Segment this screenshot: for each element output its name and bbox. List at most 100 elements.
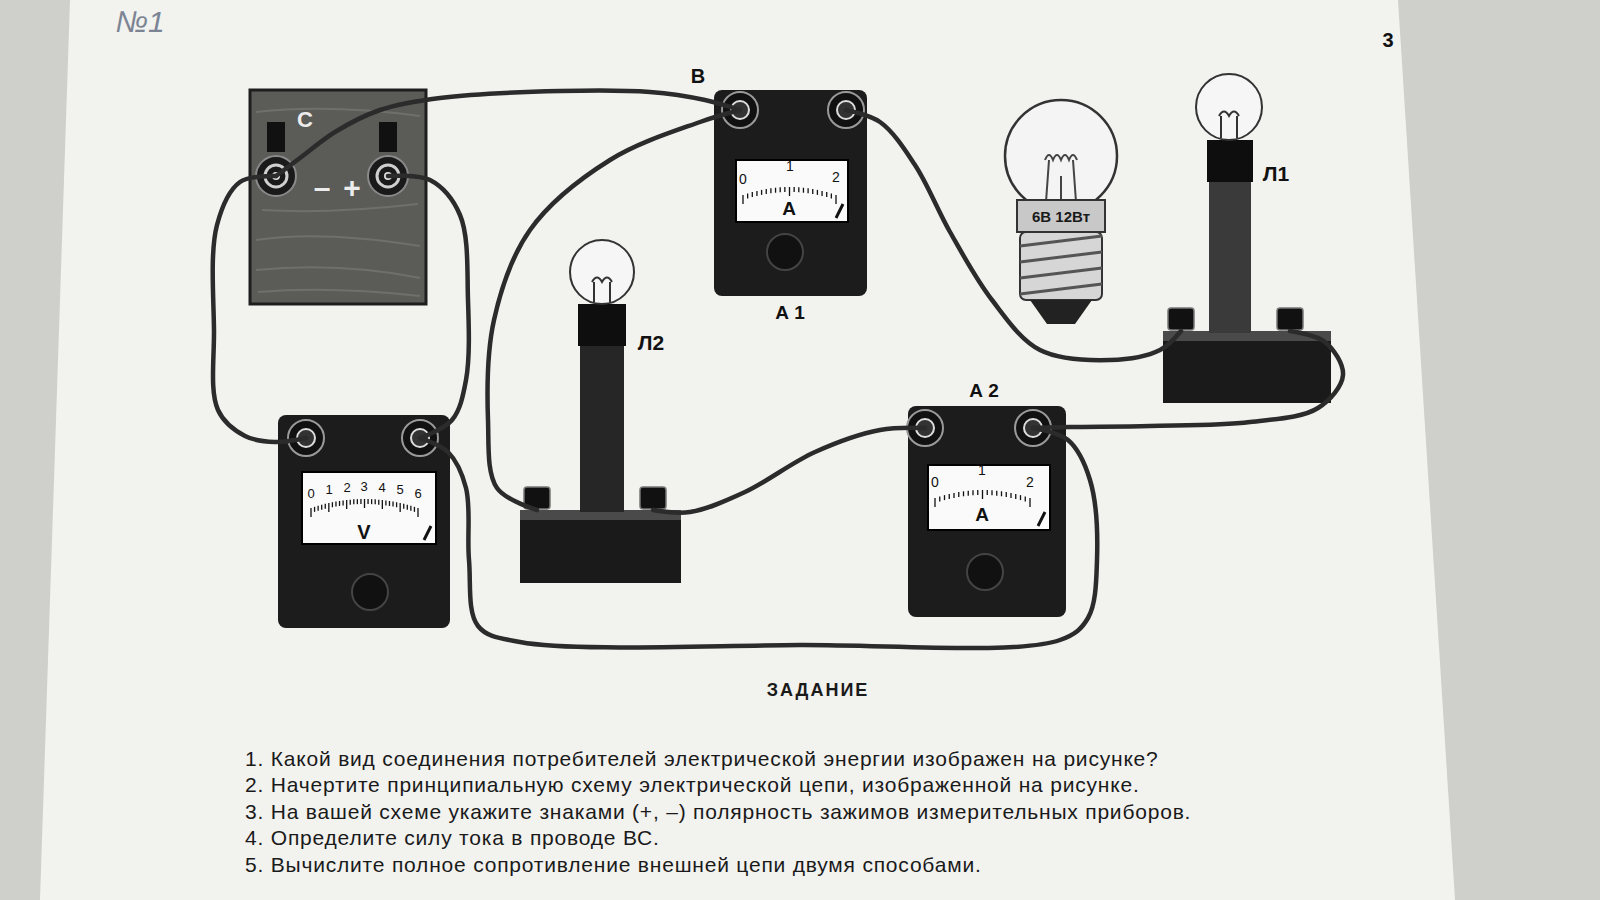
scale-tick bbox=[831, 193, 832, 198]
scale-tick bbox=[328, 503, 329, 512]
bulb-thread bbox=[1020, 236, 1102, 294]
scale-tick bbox=[752, 192, 753, 197]
scale-tick bbox=[378, 500, 379, 505]
scale-tick bbox=[396, 502, 397, 507]
scale-tick bbox=[353, 499, 354, 504]
unit-symbol: A bbox=[782, 199, 796, 218]
scale-tick bbox=[982, 490, 983, 499]
scale-tick bbox=[1015, 494, 1016, 499]
scale-tick bbox=[1006, 492, 1007, 497]
lamp-base bbox=[1163, 331, 1331, 403]
connecting-wire bbox=[213, 176, 306, 442]
scale-tick bbox=[958, 492, 959, 497]
lamp-bulb bbox=[570, 240, 634, 304]
scale-tick bbox=[821, 191, 822, 196]
scale-tick bbox=[803, 188, 804, 193]
scale-tick bbox=[417, 508, 418, 517]
scale-tick bbox=[761, 190, 762, 195]
scale-number: 1 bbox=[786, 159, 794, 173]
scale-number: 2 bbox=[832, 170, 840, 184]
voltmeter: 0123456V bbox=[278, 438, 450, 628]
connecting-wire bbox=[388, 176, 469, 438]
scale-tick bbox=[798, 187, 799, 192]
scale-tick bbox=[775, 188, 776, 193]
point-label: С bbox=[297, 109, 313, 131]
scale-tick bbox=[364, 499, 365, 508]
task-item: 2. Начертите принципиальную схему электр… bbox=[245, 774, 1140, 795]
terminal-knob bbox=[640, 487, 666, 509]
scale-tick bbox=[1025, 496, 1026, 501]
bulb-filament bbox=[1045, 155, 1077, 202]
scale-number: 6 bbox=[414, 487, 421, 500]
scale-tick bbox=[835, 195, 836, 204]
scale-tick bbox=[756, 191, 757, 196]
scale-tick bbox=[332, 502, 333, 507]
scale-tick bbox=[1001, 491, 1002, 496]
scale-tick bbox=[996, 491, 997, 496]
scale-tick bbox=[389, 501, 390, 506]
unit-symbol: A bbox=[975, 505, 989, 524]
polarity-sign: + bbox=[343, 173, 361, 203]
scale-tick bbox=[789, 187, 790, 196]
scale-ticks bbox=[311, 187, 1030, 517]
scale-tick bbox=[400, 503, 401, 512]
bulb-marking: 6В 12Вт bbox=[1032, 209, 1090, 224]
battery: С–+ bbox=[252, 176, 426, 304]
terminal-post bbox=[379, 122, 397, 152]
scale-tick bbox=[375, 499, 376, 504]
handwritten-note: №1 bbox=[115, 7, 164, 37]
scale-tick bbox=[1020, 495, 1021, 500]
scale-tick bbox=[407, 505, 408, 510]
page-number: 3 bbox=[1382, 30, 1393, 50]
scale-number: 0 bbox=[307, 487, 314, 500]
meter-knob bbox=[352, 574, 388, 610]
scale-tick bbox=[350, 500, 351, 505]
meter-needle bbox=[424, 526, 431, 540]
scale-number: 1 bbox=[978, 463, 986, 477]
device-label: А 2 bbox=[969, 381, 999, 400]
connecting-wire bbox=[1033, 331, 1343, 428]
lamp-filament bbox=[1219, 112, 1239, 139]
lamp-socket bbox=[1207, 140, 1253, 182]
point-label: В bbox=[691, 66, 705, 86]
bulb-tip bbox=[1030, 300, 1092, 324]
lamp-bulb bbox=[1196, 74, 1262, 140]
meter-window bbox=[302, 472, 436, 544]
terminal-post bbox=[267, 122, 285, 152]
scale-tick bbox=[1010, 493, 1011, 498]
bulb-glass bbox=[1005, 100, 1117, 212]
scale-tick bbox=[944, 495, 945, 500]
ammeter: А 2012A bbox=[908, 428, 1066, 617]
scale-number: 5 bbox=[396, 483, 403, 496]
meter-knob bbox=[767, 234, 803, 270]
scale-tick bbox=[310, 508, 311, 517]
scale-number: 3 bbox=[360, 480, 367, 493]
lamp-stand: Л1 bbox=[1163, 331, 1331, 403]
meter-window bbox=[928, 465, 1050, 530]
scale-number: 2 bbox=[343, 481, 350, 494]
scale-tick bbox=[807, 188, 808, 193]
scale-tick bbox=[314, 507, 315, 512]
scale-tick bbox=[385, 500, 386, 505]
scale-tick bbox=[766, 189, 767, 194]
lamp-stand: Л2 bbox=[520, 510, 681, 583]
scale-tick bbox=[784, 187, 785, 192]
connecting-wire bbox=[420, 428, 1097, 648]
scale-tick bbox=[360, 499, 361, 504]
connecting-wire bbox=[653, 428, 925, 513]
lamp-filament bbox=[592, 278, 612, 303]
unit-symbol: V bbox=[357, 522, 370, 542]
meter-body bbox=[908, 406, 1066, 617]
meter-knob bbox=[967, 554, 1003, 590]
scale-tick bbox=[794, 187, 795, 192]
connecting-wire bbox=[487, 110, 740, 510]
scale-tick bbox=[934, 498, 935, 507]
scale-tick bbox=[968, 491, 969, 496]
scale-tick bbox=[742, 195, 743, 204]
battery-body bbox=[250, 90, 426, 304]
scale-tick bbox=[972, 490, 973, 495]
scale-tick bbox=[963, 491, 964, 496]
polarity-sign: – bbox=[314, 173, 331, 203]
scale-tick bbox=[317, 506, 318, 511]
scale-tick bbox=[939, 496, 940, 501]
